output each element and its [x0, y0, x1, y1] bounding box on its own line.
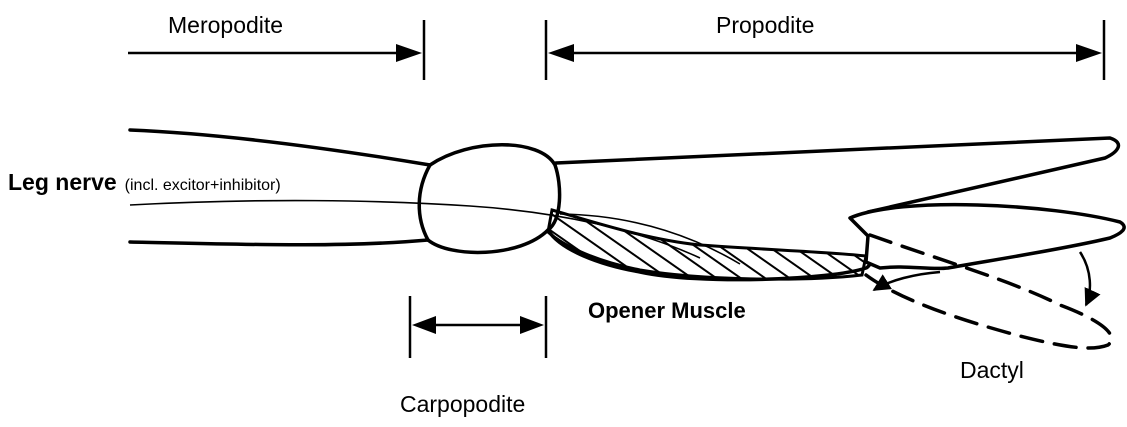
dactyl-label: Dactyl	[960, 357, 1024, 383]
opener-muscle-label: Opener Muscle	[588, 298, 746, 323]
carpopodite-label: Carpopodite	[400, 391, 525, 417]
leg-nerve-label: Leg nerve(incl. excitor+inhibitor)	[8, 169, 281, 195]
propodite-dimension-arrow	[546, 20, 1104, 80]
carpopodite-segment	[428, 145, 560, 253]
propodite-label: Propodite	[716, 12, 814, 38]
dactyl-opening-arrow	[1080, 252, 1090, 305]
carpopodite-dimension-arrow	[410, 296, 546, 358]
opener-muscle	[548, 210, 866, 279]
meropodite-label: Meropodite	[168, 12, 283, 38]
tendon-pull-arrow	[874, 272, 940, 290]
